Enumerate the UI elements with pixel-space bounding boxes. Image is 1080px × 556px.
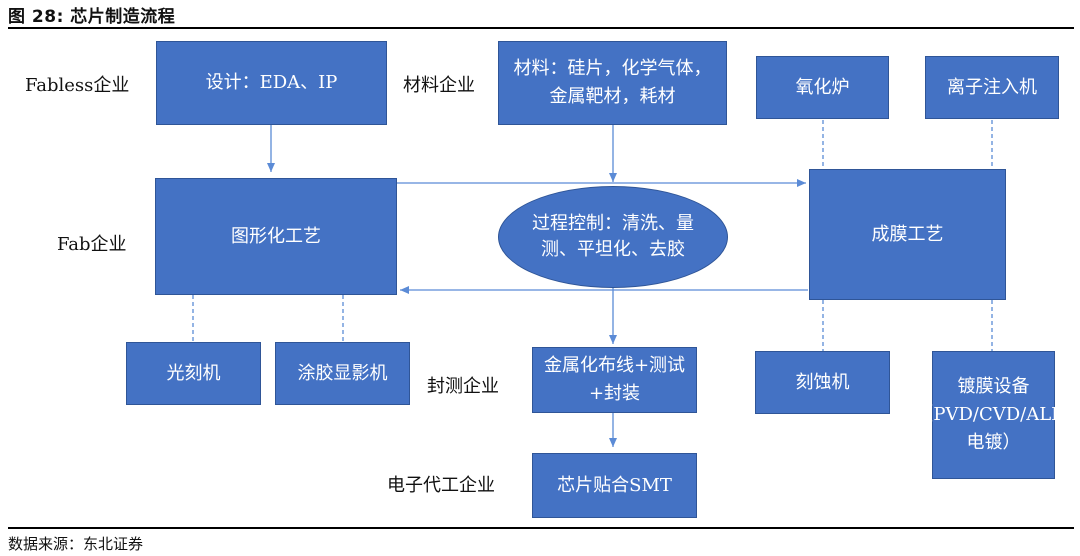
node-packaging-steps: 金属化布线+测试+封装 xyxy=(532,347,697,413)
label-fab: Fab企业 xyxy=(57,234,127,255)
source-note: 数据来源：东北证券 xyxy=(8,535,144,553)
figure-title: 图 28: 芯片制造流程 xyxy=(8,7,176,27)
label-fabless: Fabless企业 xyxy=(25,75,130,96)
label-ems: 电子代工企业 xyxy=(387,475,495,496)
node-deposition-equipment: 镀膜设备（PVD/CVD/ALD/电镀） xyxy=(915,351,1072,479)
node-ion-implanter: 离子注入机 xyxy=(925,56,1059,119)
node-design: 设计：EDA、IP xyxy=(156,41,387,125)
label-materials: 材料企业 xyxy=(403,75,475,96)
node-etcher: 刻蚀机 xyxy=(755,351,890,414)
node-process-control: 过程控制：清洗、量测、平坦化、去胶 xyxy=(498,186,728,288)
label-packaging: 封测企业 xyxy=(427,376,499,397)
node-patterning: 图形化工艺 xyxy=(155,178,397,295)
node-materials: 材料：硅片，化学气体，金属靶材，耗材 xyxy=(498,41,727,125)
top-rule xyxy=(8,27,1074,29)
node-lithography-machine: 光刻机 xyxy=(126,342,261,405)
node-coater-developer: 涂胶显影机 xyxy=(275,342,410,405)
node-smt: 芯片贴合SMT xyxy=(532,453,697,518)
node-oxidation-furnace: 氧化炉 xyxy=(756,56,889,119)
bottom-rule xyxy=(8,527,1074,529)
node-film-deposition: 成膜工艺 xyxy=(809,169,1006,300)
